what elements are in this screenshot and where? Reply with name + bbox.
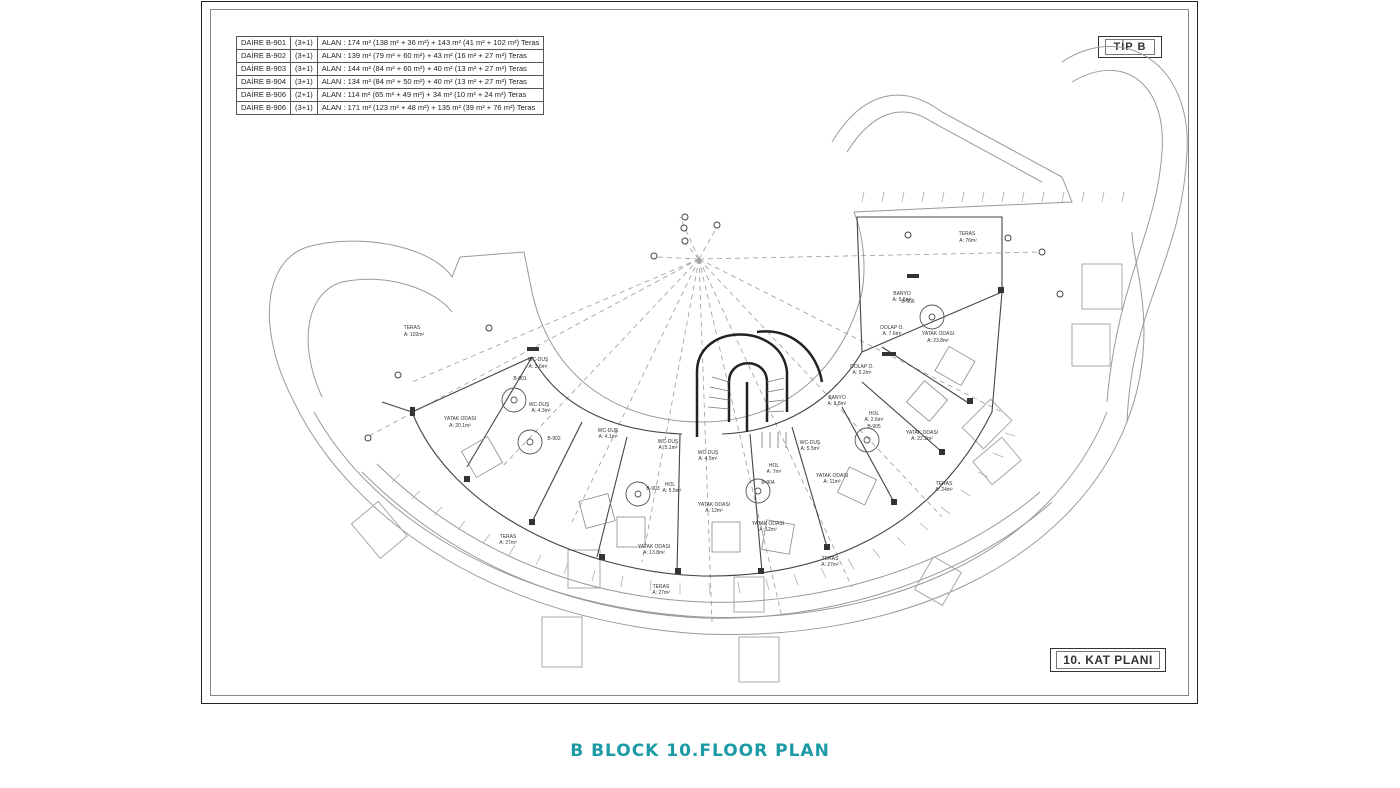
unit-label: B-903 [646, 486, 660, 492]
room-label: WC-DUŞ [598, 428, 619, 434]
dimension-dashed-lines [366, 216, 1043, 623]
room-area: A: 5.5m² [893, 297, 912, 303]
unit-label: B-906 [901, 299, 915, 305]
room-label: YATAK ODASI [444, 416, 476, 422]
room-label: WC-DUŞ [529, 402, 550, 408]
floor-label: 10. KAT PLANI [1056, 651, 1160, 669]
room-area: A: 4.5m² [699, 456, 718, 462]
core-stair-lines [707, 376, 787, 448]
room-area: A: 27m² [821, 562, 839, 568]
planter-boxes [350, 263, 1123, 683]
room-area: A: 4.3m² [532, 408, 551, 414]
room-label: TERAS [959, 231, 976, 237]
room-label: HOL [869, 411, 880, 417]
room-area: A: 27m² [499, 540, 517, 546]
unit-label: B-901 [513, 376, 527, 382]
room-label: YATAK ODASI [638, 544, 670, 550]
building-inner-curve [531, 211, 865, 423]
room-label: HOL [665, 482, 676, 488]
room-label: WC-DUŞ [698, 450, 719, 456]
building-walls [381, 216, 1003, 577]
room-area: A: 20.1m² [449, 423, 471, 429]
room-area: A: 5.5m² [663, 488, 682, 494]
landscape-outline [268, 240, 533, 403]
spiral-stairs [501, 304, 945, 507]
unit-label: B-904 [761, 480, 775, 486]
room-label: TERAS [936, 481, 953, 487]
room-area: A: 7.6m² [883, 331, 902, 337]
room-label: BANYO [828, 395, 846, 401]
railing-hatching [391, 191, 1125, 595]
room-area: A: 27m² [652, 590, 670, 596]
area-cell: ALAN : 171 m² (123 m² + 48 m²) + 135 m² … [316, 101, 545, 115]
room-label: YATAK ODASI [906, 430, 938, 436]
terrace-railing-2 [376, 463, 1041, 603]
room-area: A: 5.5m² [801, 446, 820, 452]
room-label: HOL [769, 463, 780, 469]
landscape-outline-inner [307, 278, 453, 398]
room-area: A: 11m² [823, 479, 840, 485]
unit-label: B-902 [547, 436, 561, 442]
room-label: YATAK ODASI [816, 473, 848, 479]
building-outer-curve [293, 231, 1145, 636]
room-area: A: 3.6m² [529, 364, 548, 370]
table-row: DAİRE B-906(2+1)ALAN : 114 m² (65 m² + 4… [235, 88, 545, 102]
room-area: A: 22.2m² [911, 436, 933, 442]
room-area: A: 76m² [959, 238, 977, 244]
apartment-area-table: DAİRE B-901(3+1)ALAN : 174 m² (138 m² + … [235, 36, 545, 115]
room-area: A: 13.8m² [643, 550, 665, 556]
room-label: TERAS [404, 325, 421, 331]
room-area: A: 12m² [705, 508, 723, 514]
room-area: A: 102m² [404, 332, 425, 338]
right-top-block-inner [846, 111, 1043, 183]
type-cell: (3+1) [290, 101, 318, 115]
room-label: YATAK ODASI [752, 521, 784, 527]
table-row: DAİRE B-902(3+1)ALAN : 139 m² (79 m² + 6… [235, 49, 545, 63]
room-area: A: 5.8m² [828, 401, 847, 407]
room-label: TERAS [500, 534, 517, 540]
table-row: DAİRE B-906(3+1)ALAN : 171 m² (123 m² + … [235, 101, 545, 115]
room-area: A: 4.1m² [599, 434, 618, 440]
terrace-railing [361, 471, 1053, 619]
right-wing [1061, 46, 1188, 423]
room-area: A: 5.2m² [853, 370, 872, 376]
room-label: DOLAP O. [880, 325, 904, 331]
unit-label: B-905 [867, 424, 881, 430]
room-label: TERAS [822, 556, 839, 562]
room-label: WC-DUŞ [528, 357, 549, 363]
room-area: A: 5.1m² [659, 445, 678, 451]
room-label: BANYO [893, 291, 911, 297]
room-area: A: 7m² [767, 469, 782, 475]
room-label: WC-DUŞ [800, 440, 821, 446]
drawing-sheet: DAİRE B-901(3+1)ALAN : 174 m² (138 m² + … [201, 1, 1198, 704]
floor-plan-drawing: TERAS A: 102m² TERAS A: 76m² YATAK ODASI… [268, 46, 1188, 683]
room-area: A: 24m² [935, 487, 953, 493]
furniture [460, 345, 976, 555]
right-wing-inner [1071, 70, 1163, 403]
room-label: DOLAP O. [850, 364, 874, 370]
page-caption: B BLOCK 10.FLOOR PLAN [570, 741, 830, 761]
room-label: YATAK ODASI [698, 502, 730, 508]
room-area: A: 12m² [759, 527, 777, 533]
room-area: A: 23.8m² [927, 338, 949, 344]
right-top-block [831, 94, 1073, 213]
section-markers [364, 213, 1064, 442]
unit-cell: DAİRE B-906 [235, 101, 292, 115]
room-label: TERAS [653, 584, 670, 590]
structural-columns [410, 274, 1004, 574]
room-area: A: 2.6m² [865, 417, 884, 423]
room-label: YATAK ODASI [922, 331, 954, 337]
room-label: WC-DUŞ [658, 439, 679, 445]
sheet-inner-frame [210, 9, 1189, 696]
central-core [695, 330, 824, 437]
floor-label-box: 10. KAT PLANI [1050, 648, 1166, 672]
